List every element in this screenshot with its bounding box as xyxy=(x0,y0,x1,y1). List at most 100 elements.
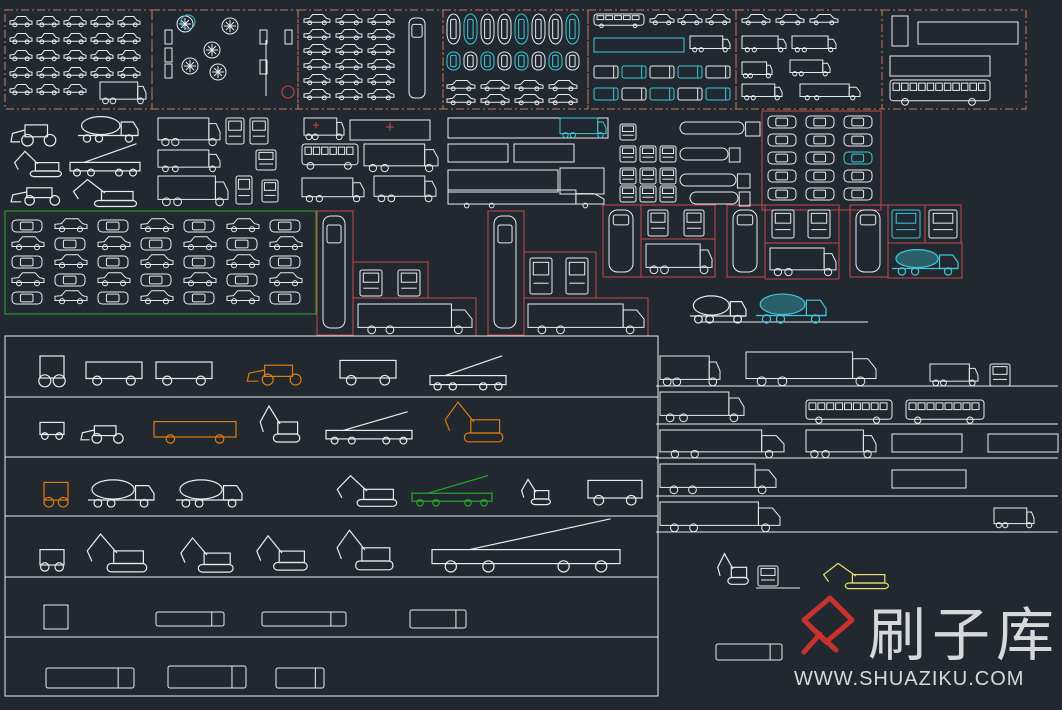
wheel xyxy=(750,95,756,101)
boom-arm xyxy=(520,478,537,498)
vehicle-top-symbol xyxy=(621,87,647,101)
bus-window xyxy=(926,402,935,411)
car-top-symbol xyxy=(140,273,172,287)
wheel xyxy=(94,134,104,143)
wheel xyxy=(379,374,391,386)
wheel xyxy=(93,56,99,62)
wheel xyxy=(744,95,750,101)
block-mixer-side xyxy=(887,242,963,279)
bus-window xyxy=(962,402,971,411)
car-top-symbol xyxy=(497,51,512,71)
body xyxy=(39,548,65,566)
car-outline xyxy=(367,29,395,38)
windshield xyxy=(992,366,1008,375)
tank xyxy=(689,191,739,205)
truck-cab xyxy=(134,485,155,501)
wheel xyxy=(744,47,750,53)
car-outline xyxy=(335,59,363,68)
wheel xyxy=(534,86,540,92)
truck-side-symbol xyxy=(741,83,783,101)
car-body xyxy=(97,291,129,305)
tracks xyxy=(106,562,148,573)
windshield xyxy=(497,224,513,244)
wheel xyxy=(21,133,34,147)
wheel xyxy=(291,280,298,287)
truck-box xyxy=(99,81,139,100)
car-top-symbol xyxy=(97,255,129,269)
tree-canopy xyxy=(203,41,221,59)
car-body xyxy=(140,273,172,287)
wheel xyxy=(105,56,111,62)
front-outline xyxy=(757,565,779,587)
wheel xyxy=(594,560,608,573)
truck-cab xyxy=(336,121,345,136)
truck-side-symbol xyxy=(769,247,837,277)
wheel xyxy=(119,280,126,287)
car-side-symbol xyxy=(54,254,88,269)
machine-symbol xyxy=(10,124,57,147)
wheel xyxy=(205,280,212,287)
car-side-symbol xyxy=(9,33,33,45)
car-top-symbol xyxy=(767,115,797,129)
machine-symbol xyxy=(339,359,397,386)
truck-side-symbol xyxy=(659,463,777,495)
front-outline xyxy=(639,145,657,163)
wheel xyxy=(488,202,495,209)
car-side-symbol xyxy=(335,29,363,41)
windshield xyxy=(263,182,277,191)
vehicle-top-symbol xyxy=(649,87,675,101)
car-top-symbol xyxy=(11,291,43,305)
tracks xyxy=(463,432,504,443)
wheel xyxy=(484,100,490,106)
wheel xyxy=(54,562,65,572)
wheel xyxy=(78,90,84,96)
wheel xyxy=(208,137,217,147)
car-top-symbol xyxy=(767,151,797,165)
car-outline xyxy=(367,14,395,23)
wheel xyxy=(274,244,281,251)
car-side-symbol xyxy=(54,290,88,305)
wheel xyxy=(248,226,255,233)
truck-side-symbol xyxy=(791,35,837,53)
wheel xyxy=(339,20,345,26)
vehicle-front-symbol xyxy=(639,167,657,185)
front-outline xyxy=(683,209,705,237)
front-outline xyxy=(647,209,669,237)
bus-window xyxy=(852,402,861,411)
bus-window xyxy=(329,146,337,155)
wheel xyxy=(794,47,800,53)
bus-side-symbol xyxy=(805,399,893,424)
tree-branches xyxy=(212,66,224,78)
tanker-symbol xyxy=(679,147,741,163)
vehicle-long-top-symbol xyxy=(855,209,881,273)
wheel xyxy=(1026,522,1033,529)
wheel xyxy=(40,432,49,440)
wheel xyxy=(828,47,834,53)
machine-symbol xyxy=(325,411,413,445)
car-outline xyxy=(90,16,114,25)
machine-symbol xyxy=(336,474,398,507)
wheel xyxy=(12,56,18,62)
truck-box xyxy=(301,177,354,198)
wheel xyxy=(120,39,126,45)
windshield xyxy=(932,212,954,224)
car-side-symbol xyxy=(54,218,88,233)
wheel xyxy=(568,86,574,92)
vehicle-top-symbol xyxy=(409,609,467,629)
car-side-symbol xyxy=(705,14,731,26)
wheel xyxy=(305,133,313,141)
trailer-top-symbol xyxy=(891,433,963,453)
car-cabin xyxy=(851,117,865,127)
car-side-symbol xyxy=(741,14,771,26)
truck-box xyxy=(799,83,850,97)
bus-window xyxy=(879,402,888,411)
vehicle-long-top-symbol xyxy=(408,17,426,99)
car-outline xyxy=(36,67,60,76)
wheel xyxy=(12,39,18,45)
wheel xyxy=(12,90,18,96)
body xyxy=(264,364,294,377)
car-side-symbol xyxy=(335,74,363,86)
crane-boom xyxy=(469,518,611,551)
truck-side-symbol xyxy=(157,175,229,207)
